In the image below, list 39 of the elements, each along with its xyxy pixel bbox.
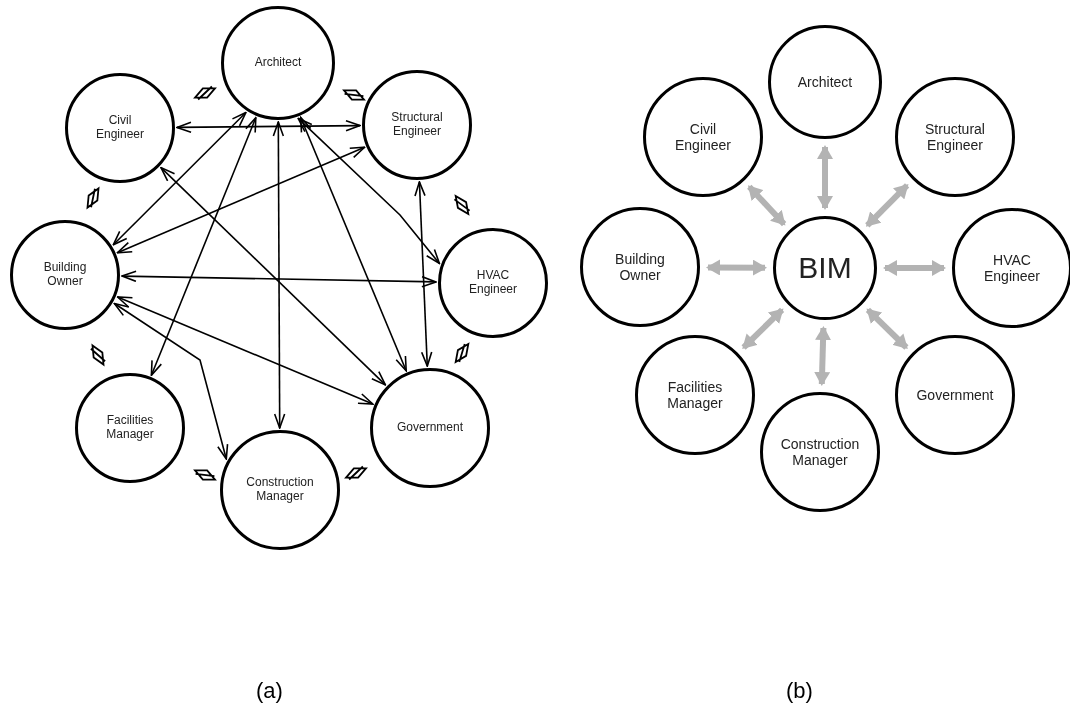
double-arrow [865,183,910,228]
circle-node: Facilities Manager [75,373,185,483]
double-arrow [113,302,229,460]
panel-label: (b) [786,678,813,704]
double-arrow [121,270,437,288]
double-arrow [297,117,441,265]
double-arrow [116,146,366,254]
double-arrow [706,259,767,276]
double-arrow [150,116,257,376]
double-arrow [116,296,374,405]
circle-node: Architect [768,25,882,139]
circle-node: Building Owner [580,207,700,327]
circle-node: Construction Manager [760,392,880,512]
double-arrow [112,111,247,246]
circle-node: BIM [773,216,877,320]
circle-node: Architect [221,6,335,120]
circle-node: HVAC Engineer [952,208,1070,328]
double-arrow [299,116,407,372]
panel-label: (a) [256,678,283,704]
double-arrow [160,166,387,386]
circle-node: Facilities Manager [635,335,755,455]
circle-node: Structural Engineer [895,77,1015,197]
double-arrow [272,121,286,429]
double-arrow [741,307,785,350]
circle-node: Government [895,335,1015,455]
double-arrow [865,307,909,350]
double-arrow [414,181,433,367]
double-arrow [814,326,832,386]
circle-node: HVAC Engineer [438,228,548,338]
circle-node: Construction Manager [220,430,340,550]
circle-node: Government [370,368,490,488]
double-arrow [747,184,787,227]
circle-node: Building Owner [10,220,120,330]
circle-node: Civil Engineer [643,77,763,197]
double-arrow [883,260,946,276]
circle-node: Civil Engineer [65,73,175,183]
circle-node: Structural Engineer [362,70,472,180]
double-arrow [176,119,361,134]
double-arrow [817,145,833,210]
